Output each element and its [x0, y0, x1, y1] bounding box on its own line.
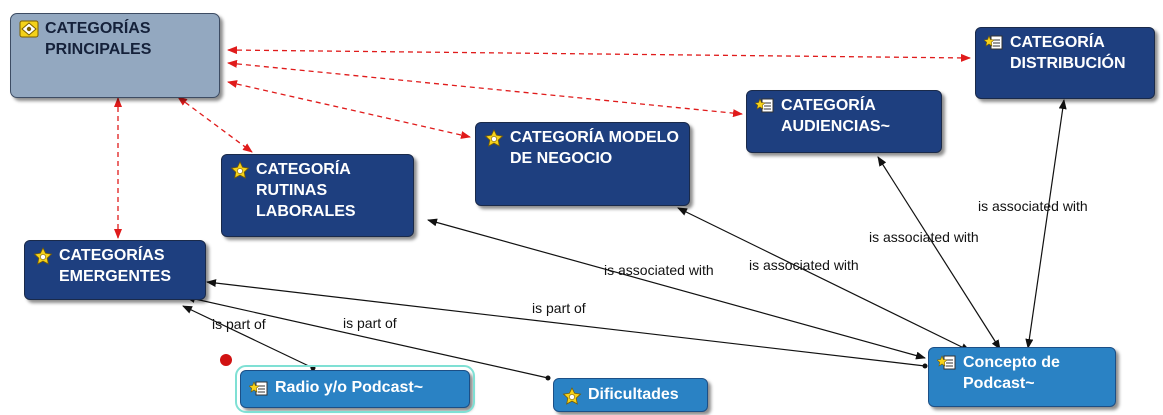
node-categoria-distribucion[interactable]: CATEGORÍA DISTRIBUCIÓN: [975, 27, 1155, 99]
node-label: Concepto de Podcast~: [963, 354, 1060, 392]
node-label: CATEGORÍA MODELO DE NEGOCIO: [510, 129, 679, 167]
code-star-icon: [562, 387, 582, 405]
link-endpoint-dot: [310, 365, 316, 371]
link-radio-emergentes[interactable]: [182, 305, 314, 369]
node-categoria-modelo-negocio[interactable]: CATEGORÍA MODELO DE NEGOCIO: [475, 122, 690, 206]
edge-label-assoc-modelo: is associated with: [749, 257, 859, 273]
link-principales-rutinas[interactable]: [177, 96, 253, 153]
link-dificultades-emergentes[interactable]: [185, 295, 549, 379]
node-categorias-emergentes[interactable]: CATEGORÍAS EMERGENTES: [24, 240, 206, 300]
node-radio-y-o-podcast[interactable]: Radio y/o Podcast~: [235, 365, 475, 413]
edge-label-assoc-distribucion: is associated with: [978, 198, 1088, 214]
category-root-icon: [19, 20, 39, 38]
edge-label-partof-dificultades: is part of: [343, 315, 397, 331]
node-concepto-de-podcast[interactable]: Concepto de Podcast~: [928, 347, 1116, 407]
link-concepto-emergentes[interactable]: [206, 279, 926, 367]
node-dificultades[interactable]: Dificultades: [553, 378, 708, 412]
node-label: CATEGORÍA DISTRIBUCIÓN: [1010, 34, 1126, 72]
link-principales-distribucion[interactable]: [227, 46, 971, 62]
node-label: Dificultades: [588, 386, 679, 403]
code-star-icon: [33, 247, 53, 265]
link-principales-audiencias[interactable]: [227, 59, 743, 118]
node-categorias-principales[interactable]: CATEGORÍAS PRINCIPALES: [10, 13, 220, 98]
link-principales-modelo[interactable]: [227, 80, 471, 139]
node-categoria-rutinas-laborales[interactable]: CATEGORÍA RUTINAS LABORALES: [221, 154, 414, 237]
node-categoria-audiencias[interactable]: CATEGORÍA AUDIENCIAS~: [746, 90, 942, 153]
node-label: CATEGORÍAS EMERGENTES: [59, 247, 172, 285]
edge-label-assoc-rutinas: is associated with: [604, 262, 714, 278]
node-label: CATEGORÍAS PRINCIPALES: [45, 20, 152, 58]
code-group-icon: [755, 98, 774, 113]
edge-label-assoc-audiencias: is associated with: [869, 229, 979, 245]
node-label: Radio y/o Podcast~: [275, 379, 424, 396]
link-anchor-dot[interactable]: [220, 354, 232, 366]
code-group-icon: [249, 381, 268, 396]
link-endpoint-dot: [922, 363, 928, 369]
link-endpoint-dot: [545, 375, 551, 381]
code-star-icon: [230, 161, 250, 179]
code-star-icon: [484, 129, 504, 147]
code-group-icon: [984, 35, 1003, 50]
link-concepto-audiencias[interactable]: [877, 156, 1001, 350]
node-label: CATEGORÍA AUDIENCIAS~: [781, 97, 890, 135]
node-label: CATEGORÍA RUTINAS LABORALES: [256, 161, 356, 220]
edge-label-partof-radio: is part of: [212, 316, 266, 332]
link-concepto-distribucion[interactable]: [1025, 99, 1067, 349]
edge-label-partof-concepto: is part of: [532, 300, 586, 316]
code-group-icon: [937, 355, 956, 370]
